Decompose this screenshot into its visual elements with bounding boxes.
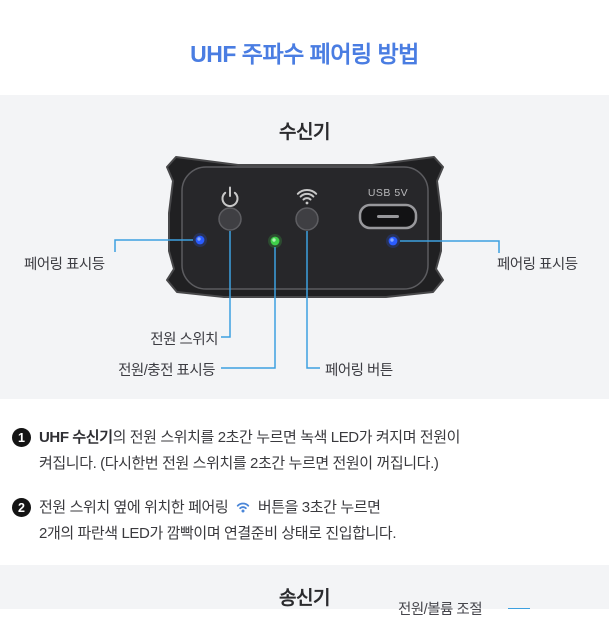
step-1-line1: 의 전원 스위치를 2초간 누르면 녹색 LED가 켜지며 전원이 bbox=[112, 429, 461, 446]
callout-lines bbox=[114, 231, 500, 369]
receiver-device-diagram: USB 5V bbox=[114, 156, 500, 369]
callout-pairing-btn bbox=[306, 231, 320, 369]
step-2-line2: 2개의 파란색 LED가 깜빡이며 연결준비 상태로 진입합니다. bbox=[39, 525, 397, 542]
wifi-icon bbox=[236, 502, 250, 513]
usb-label: USB 5V bbox=[368, 187, 408, 199]
receiver-heading: 수신기 bbox=[279, 122, 330, 143]
power-icon bbox=[221, 186, 239, 207]
step-1: 1 UHF 수신기의 전원 스위치를 2초간 누르면 녹색 LED가 켜지며 전… bbox=[12, 425, 595, 477]
receiver-section: 수신기 USB 5V bbox=[0, 95, 609, 399]
step-2-badge: 2 bbox=[12, 498, 31, 517]
page-title: UHF 주파수 페어링 방법 bbox=[190, 40, 419, 67]
led-pairing-left bbox=[193, 233, 207, 247]
wifi-icon bbox=[296, 189, 318, 205]
step-2-line1-before: 전원 스위치 옆에 위치한 페어링 bbox=[39, 499, 229, 516]
step-2-text: 전원 스위치 옆에 위치한 페어링 버튼을 3초간 누르면 2개의 파란색 LE… bbox=[39, 495, 397, 547]
step-1-text: UHF 수신기의 전원 스위치를 2초간 누르면 녹색 LED가 켜지며 전원이… bbox=[39, 425, 460, 477]
instructions: 1 UHF 수신기의 전원 스위치를 2초간 누르면 녹색 LED가 켜지며 전… bbox=[0, 399, 609, 565]
callout-pairing-left bbox=[114, 239, 193, 252]
step-2-line1-after: 버튼을 3초간 누르면 bbox=[257, 499, 381, 516]
power-button bbox=[218, 207, 242, 231]
step-1-bold: UHF 수신기 bbox=[39, 429, 113, 446]
step-2: 2 전원 스위치 옆에 위치한 페어링 버튼을 3초간 누르면 2개의 파란색 … bbox=[12, 495, 595, 547]
callout-power-switch bbox=[221, 231, 231, 338]
led-pairing-right bbox=[386, 234, 400, 248]
label-pairing-indicator-left: 페어링 표시등 bbox=[24, 257, 105, 273]
usb-port-pin bbox=[377, 215, 399, 218]
step-1-badge: 1 bbox=[12, 428, 31, 447]
label-power-charge-led: 전원/충전 표시등 bbox=[118, 363, 215, 379]
label-pairing-indicator-right: 페어링 표시등 bbox=[497, 257, 578, 273]
label-pairing-button: 페어링 버튼 bbox=[325, 363, 393, 379]
led-power-charge bbox=[268, 234, 282, 248]
callout-power-charge-led bbox=[221, 247, 276, 369]
step-1-line2: 켜집니다. (다시한번 전원 스위치를 2초간 누르면 전원이 꺼집니다.) bbox=[39, 455, 439, 472]
pairing-button bbox=[295, 207, 319, 231]
page-header: UHF 주파수 페어링 방법 bbox=[0, 0, 609, 95]
transmitter-section: 송신기 전원/볼륨 조절 bbox=[0, 565, 609, 618]
callout-pairing-right bbox=[400, 240, 500, 253]
label-power-switch: 전원 스위치 bbox=[150, 332, 218, 348]
transmitter-heading: 송신기 bbox=[279, 588, 330, 609]
